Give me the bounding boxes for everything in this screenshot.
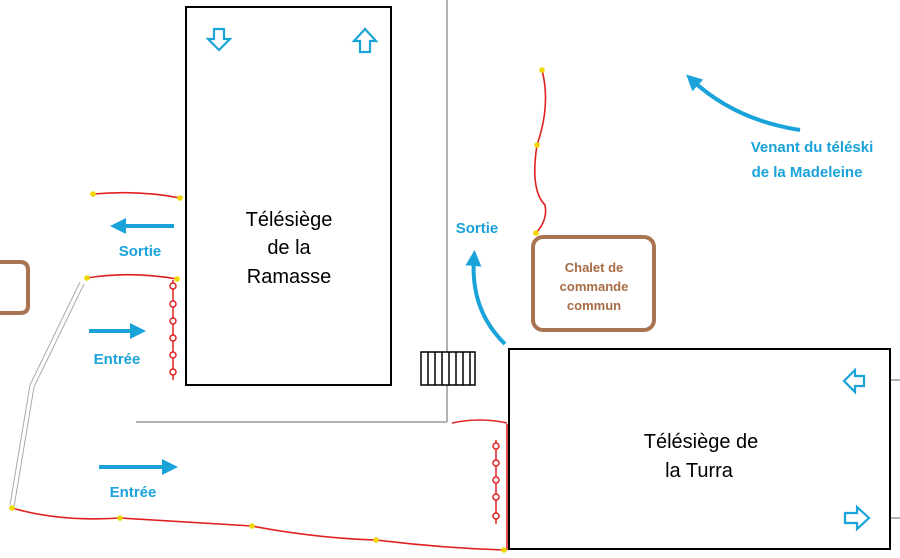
ramasse-title-line3: Ramasse xyxy=(247,266,331,288)
ramasse-title-line1: Télésiège xyxy=(246,209,333,231)
turra-right-arrow-icon xyxy=(843,504,871,532)
sortie-right-label: Sortie xyxy=(456,220,499,237)
grey-fence xyxy=(9,281,85,508)
grate-icon xyxy=(420,351,476,386)
venant-arrow-icon xyxy=(686,74,801,132)
entree-lower-label: Entrée xyxy=(110,484,157,501)
venant-label-line1: Venant du téléski xyxy=(751,139,874,156)
chalet-label-line1: Chalet de xyxy=(565,260,624,275)
ramasse-up-arrow-icon xyxy=(351,27,379,54)
red-post-chain-left xyxy=(169,280,177,380)
chalet-box xyxy=(531,235,656,332)
turra-left-arrow-icon xyxy=(842,367,866,395)
sortie-right-arrow-icon xyxy=(465,250,507,346)
ramasse-down-arrow-icon xyxy=(205,27,233,52)
sortie-left-label: Sortie xyxy=(119,243,162,260)
turra-title-line1: Télésiège de xyxy=(644,431,759,453)
red-post-chain-right xyxy=(492,440,500,524)
chalet-label-line2: commande xyxy=(560,279,629,294)
chalet-label-line3: commun xyxy=(567,298,621,313)
ramasse-title-line2: de la xyxy=(267,237,311,259)
turra-title-line2: la Turra xyxy=(665,460,734,482)
ramasse-station-box xyxy=(185,6,392,386)
yellow-anchor-points xyxy=(9,67,545,553)
turra-station-box xyxy=(508,348,891,550)
blue-flow-arrows xyxy=(89,74,801,475)
entree-upper-label: Entrée xyxy=(94,351,141,368)
partial-building-left xyxy=(0,260,30,315)
venant-label-line2: de la Madeleine xyxy=(752,164,863,181)
